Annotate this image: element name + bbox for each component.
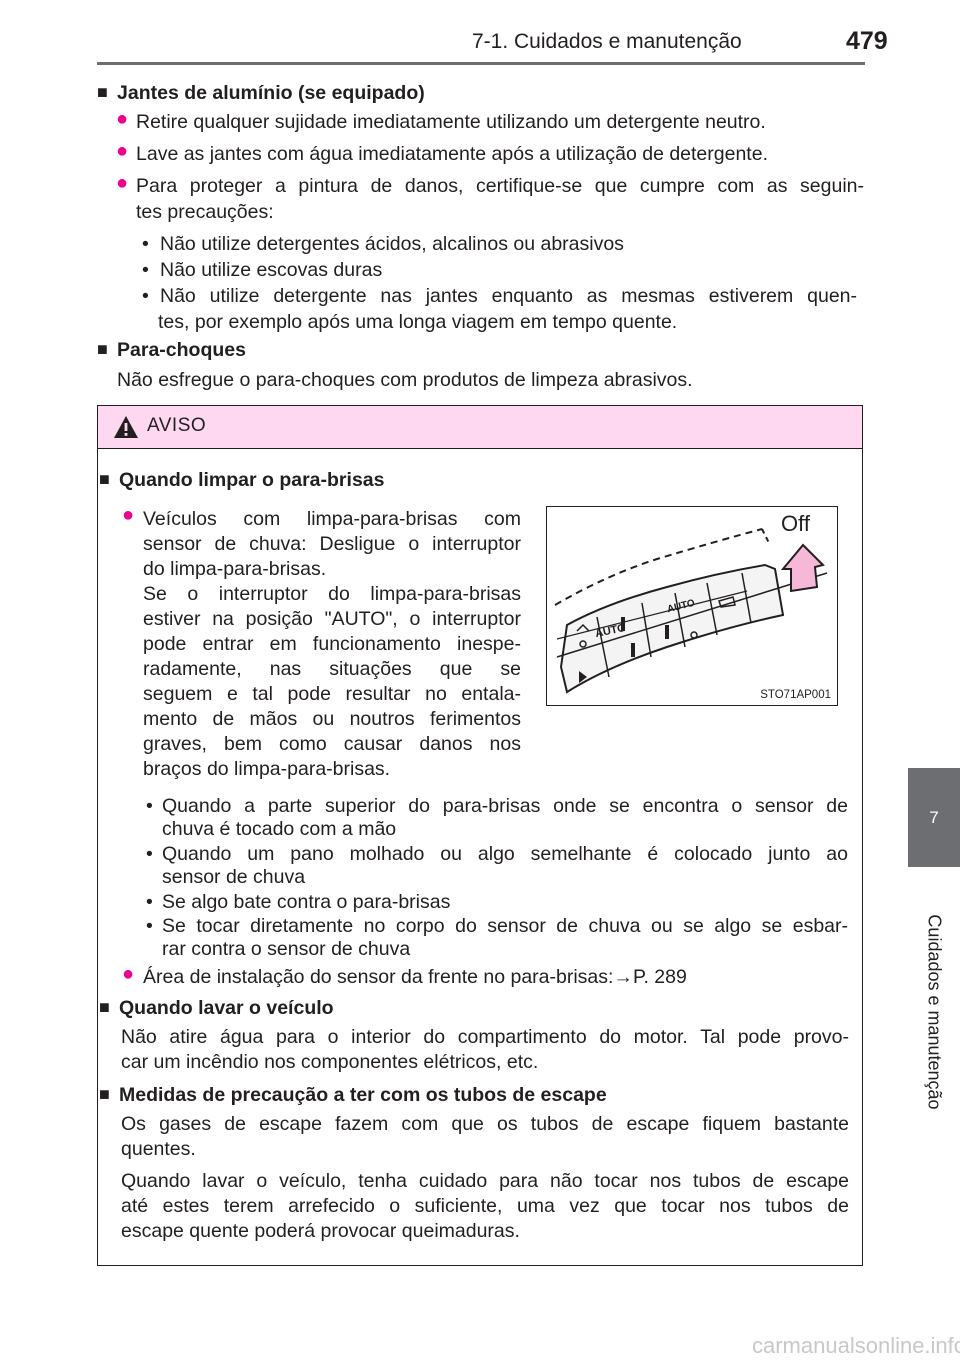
sub-bullet-icon: • xyxy=(146,843,153,865)
rain-line: seguem e tal pode resultar no entala- xyxy=(143,683,521,705)
wash-line-2: car um incêndio nos componentes elétrico… xyxy=(121,1051,539,1073)
rain-line: pode entrar em funcionamento inespe- xyxy=(143,633,521,655)
header-rule xyxy=(97,62,865,65)
bumper-heading: Para-choques xyxy=(117,339,246,361)
square-bullet-icon: ■ xyxy=(97,339,108,359)
exhaust-p1-line-1: Os gases de escape fazem com que os tubo… xyxy=(121,1113,849,1135)
square-bullet-icon: ■ xyxy=(97,82,108,102)
rain-line: Se o interruptor do limpa-para-brisas xyxy=(143,583,521,605)
rain-line: radamente, nas situações que se xyxy=(143,658,521,680)
warning-title: AVISO xyxy=(147,415,207,436)
warn-sub-1-line-1: Quando a parte superior do para-brisas o… xyxy=(162,795,848,817)
rain-line: estiver na posição "AUTO", o interruptor xyxy=(143,608,521,630)
alloy-sub-3-line-2: tes, por exemplo após uma longa viagem e… xyxy=(158,311,678,333)
alloy-heading: Jantes de alumínio (se equipado) xyxy=(117,82,425,104)
warn-sub-4-line-1: Se tocar diretamente no corpo do sensor … xyxy=(162,915,848,937)
rain-line: sensor de chuva: Desligue o interruptor xyxy=(143,533,521,555)
alloy-bullet-1: Retire qualquer sujidade imediatamente u… xyxy=(136,111,766,133)
exhaust-p2-line-1: Quando lavar o veículo, tenha cuidado pa… xyxy=(121,1170,849,1192)
warning-header: AVISO xyxy=(98,406,862,449)
rain-line: graves, bem como causar danos nos xyxy=(143,733,521,755)
sub-bullet-icon: • xyxy=(142,259,149,281)
windshield-heading: Quando limpar o para-brisas xyxy=(119,469,385,491)
sub-bullet-icon: • xyxy=(146,891,153,913)
sub-bullet-icon: • xyxy=(142,285,149,307)
wash-heading: Quando lavar o veículo xyxy=(119,997,334,1019)
alloy-sub-1: Não utilize detergentes ácidos, alcalino… xyxy=(160,233,624,255)
sub-bullet-icon: • xyxy=(146,795,153,817)
chapter-title-box: Cuidados e manutenção xyxy=(908,867,960,1157)
sensor-area-reference: Área de instalação do sensor da frente n… xyxy=(143,966,687,988)
exhaust-p2-line-2: até estes terem arrefecido o suficiente,… xyxy=(121,1195,849,1217)
sub-bullet-icon: • xyxy=(142,233,149,255)
section-title: 7-1. Cuidados e manutenção xyxy=(472,30,742,53)
alloy-bullet-3-line-2: tes precauções: xyxy=(136,201,274,223)
rain-line: mento de mãos ou noutros ferimentos xyxy=(143,708,521,730)
warn-sub-4-line-2: rar contra o sensor de chuva xyxy=(162,938,411,960)
square-bullet-icon: ■ xyxy=(99,997,110,1017)
alloy-bullet-2: Lave as jantes com água imediatamente ap… xyxy=(136,143,768,165)
exhaust-p2-line-3: escape quente poderá provocar queimadura… xyxy=(121,1220,520,1242)
circle-bullet-icon: ● xyxy=(122,504,135,526)
wiper-stalk-illustration xyxy=(554,528,828,694)
wiper-switch-figure: AUTO AUTO Off STO71AP001 xyxy=(546,506,838,706)
square-bullet-icon: ■ xyxy=(99,469,110,489)
rain-line: do limpa-para-brisas. xyxy=(143,558,327,580)
exhaust-p1-line-2: quentes. xyxy=(121,1138,196,1160)
alloy-bullet-3-line-1: Para proteger a pintura de danos, certif… xyxy=(136,175,864,197)
circle-bullet-icon: ● xyxy=(116,172,129,194)
rain-line: Veículos com limpa-para-brisas com xyxy=(143,508,521,530)
circle-bullet-icon: ● xyxy=(116,108,129,130)
alloy-sub-2: Não utilize escovas duras xyxy=(160,259,383,281)
alloy-sub-3-line-1: Não utilize detergente nas jantes enquan… xyxy=(160,285,857,307)
off-label: Off xyxy=(781,511,810,536)
warning-box: AVISO xyxy=(97,405,863,1266)
wash-line-1: Não atire água para o interior do compar… xyxy=(121,1026,849,1048)
page-number: 479 xyxy=(846,27,888,55)
warning-triangle-icon xyxy=(114,416,138,438)
circle-bullet-icon: ● xyxy=(122,963,135,985)
circle-bullet-icon: ● xyxy=(116,140,129,162)
bumper-text: Não esfregue o para-choques com produtos… xyxy=(117,369,693,391)
chapter-tab: 7 xyxy=(908,768,960,867)
warn-sub-1-line-2: chuva é tocado com a mão xyxy=(162,818,397,840)
warn-sub-2-line-2: sensor de chuva xyxy=(162,866,306,888)
rain-line: braços do limpa-para-brisas. xyxy=(143,758,391,780)
exhaust-heading: Medidas de precaução a ter com os tubos … xyxy=(119,1084,607,1106)
warn-sub-3: Se algo bate contra o para-brisas xyxy=(162,891,451,913)
watermark: carmanualsonline.info xyxy=(752,1333,960,1358)
chapter-title: Cuidados e manutenção xyxy=(924,914,945,1110)
side-bar xyxy=(908,1157,960,1362)
figure-code: STO71AP001 xyxy=(760,689,831,701)
square-bullet-icon: ■ xyxy=(99,1084,110,1104)
warn-sub-2-line-1: Quando um pano molhado ou algo semelhant… xyxy=(162,843,848,865)
sub-bullet-icon: • xyxy=(146,915,153,937)
